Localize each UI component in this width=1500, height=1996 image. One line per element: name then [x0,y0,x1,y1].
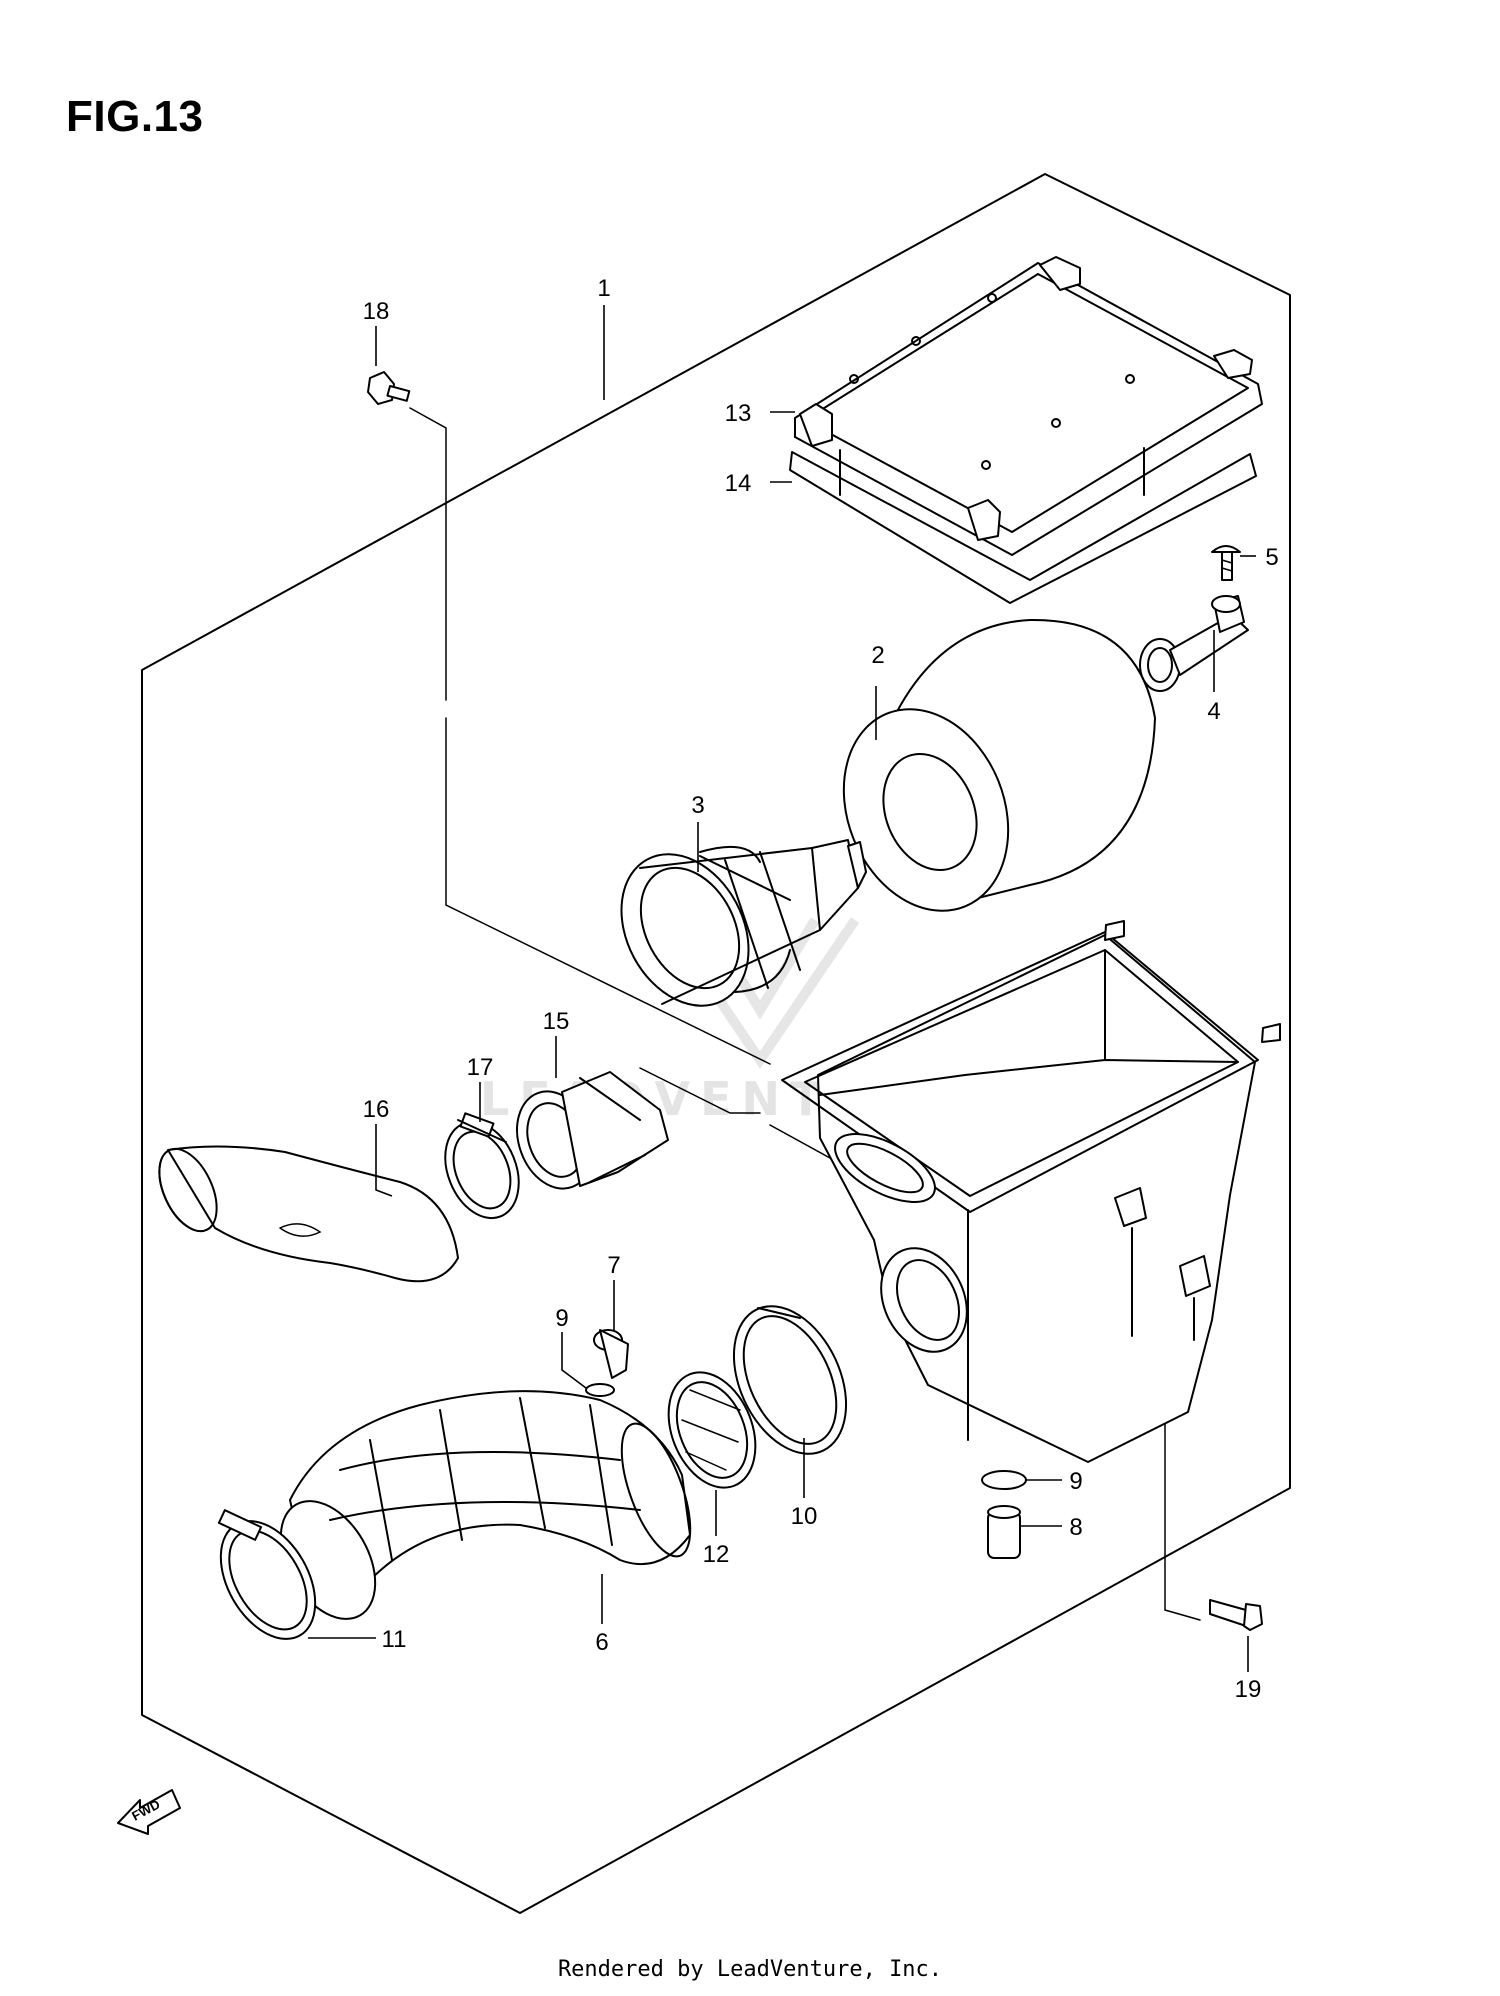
sensor-valve [593,1329,629,1379]
callout-9-right: 9 [1069,1468,1082,1495]
figure-title: FIG.13 [66,92,204,141]
callout-14: 14 [725,470,752,497]
assembly-boundary [141,173,1291,1914]
leader-lines [308,305,1256,1672]
bolt-19 [1209,1599,1263,1631]
washer-9-right [981,1470,1027,1490]
callout-12: 12 [703,1541,730,1568]
air-cleaner-cap [794,256,1263,556]
callout-16: 16 [363,1096,390,1123]
filter-holder [1139,595,1249,692]
callout-19: 19 [1235,1676,1262,1703]
callout-1: 1 [597,275,610,302]
callout-10: 10 [791,1503,818,1530]
callout-3: 3 [691,792,704,819]
callout-7: 7 [607,1252,620,1279]
intake-pipe [158,1145,459,1283]
intake-duct [279,1390,692,1620]
callout-13: 13 [725,400,752,427]
washer-9-left [585,1383,615,1397]
intake-joint [516,1071,669,1190]
callout-15: 15 [543,1008,570,1035]
spacer-8 [987,1505,1021,1559]
screw-5 [1211,545,1241,581]
callout-labels: 1 2 3 4 5 6 7 8 9 9 10 11 12 13 14 15 16… [363,275,1279,1703]
callout-5: 5 [1265,544,1278,571]
clamp-10 [732,1305,848,1455]
callout-8: 8 [1069,1514,1082,1541]
callout-4: 4 [1207,698,1220,725]
fwd-arrow: FWD [117,1789,181,1835]
filter-cage [620,839,867,1007]
callout-18: 18 [363,298,390,325]
air-cleaner-case [781,920,1281,1463]
callout-9-left: 9 [555,1305,568,1332]
callout-6: 6 [595,1629,608,1656]
intake-screen [667,1371,757,1489]
callout-17: 17 [467,1054,494,1081]
footer-credit: Rendered by LeadVenture, Inc. [557,1957,943,1982]
callout-2: 2 [871,642,884,669]
seal-ring [789,447,1257,604]
clamp-11 [217,1509,317,1640]
callout-11: 11 [382,1626,407,1653]
bolt-18 [367,371,411,405]
air-filter-element [842,618,1156,912]
